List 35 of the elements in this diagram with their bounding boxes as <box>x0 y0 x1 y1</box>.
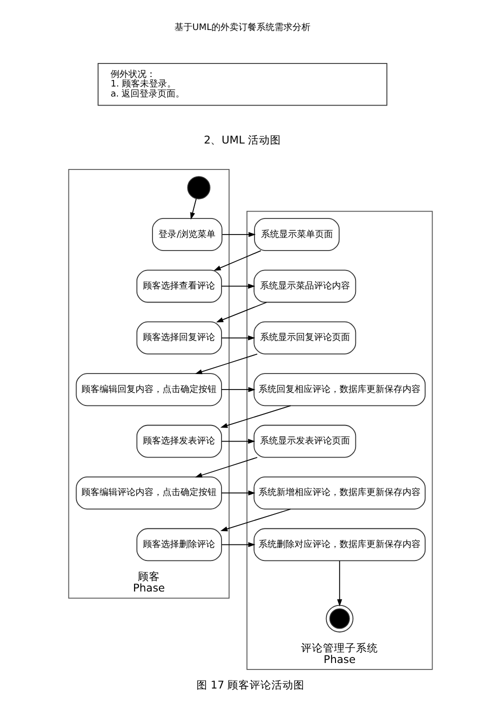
arrow <box>220 542 255 548</box>
node-box: 顾客编辑评论内容，点击确定按钮 <box>75 476 222 510</box>
node-box: 系统显示回复评论页面 <box>253 321 356 354</box>
node-box: 顾客选择发表评论 <box>136 424 222 458</box>
node-box: 顾客选择删除评论 <box>136 528 222 562</box>
arrow <box>220 490 255 496</box>
arrow <box>220 508 291 532</box>
node-box: 系统显示菜单页面 <box>254 218 340 251</box>
node-box: 系统新增相应评论，数据库更新保存内容 <box>253 476 426 510</box>
diagram-title: 基于UML的外卖订餐系统需求分析 <box>174 22 310 33</box>
caption: 图 17 顾客评论活动图 <box>196 678 304 692</box>
arrow <box>220 438 255 444</box>
node-circle <box>186 176 210 200</box>
node-box: 系统显示菜品评论内容 <box>253 270 356 303</box>
arrow <box>221 232 256 238</box>
label: 2、UML 活动图 <box>203 134 281 147</box>
arrow <box>194 456 258 478</box>
arrow <box>336 560 342 606</box>
arrow <box>220 335 255 340</box>
node-circle <box>325 604 353 632</box>
arrow <box>194 354 258 374</box>
node-box: 系统回复相应评论，数据库更新保存内容 <box>253 373 426 406</box>
arrow <box>220 387 255 392</box>
node-box: 系统显示发表评论页面 <box>253 424 356 458</box>
node-box: 例外状况： 1. 顾客未登录。 a. 返回登录页面。 <box>97 62 387 106</box>
node-box: 登录/浏览菜单 <box>152 218 222 251</box>
arrow <box>213 250 261 271</box>
arrow <box>190 198 196 220</box>
arrow <box>216 302 266 322</box>
arrow <box>220 405 291 428</box>
node-box: 系统删除对应评论，数据库更新保存内容 <box>253 528 426 562</box>
arrow <box>220 284 255 289</box>
node-box: 顾客选择查看评论 <box>136 270 222 303</box>
node-box: 顾客编辑回复内容，点击确定按钮 <box>75 373 222 406</box>
node-box: 顾客选择回复评论 <box>136 321 222 354</box>
